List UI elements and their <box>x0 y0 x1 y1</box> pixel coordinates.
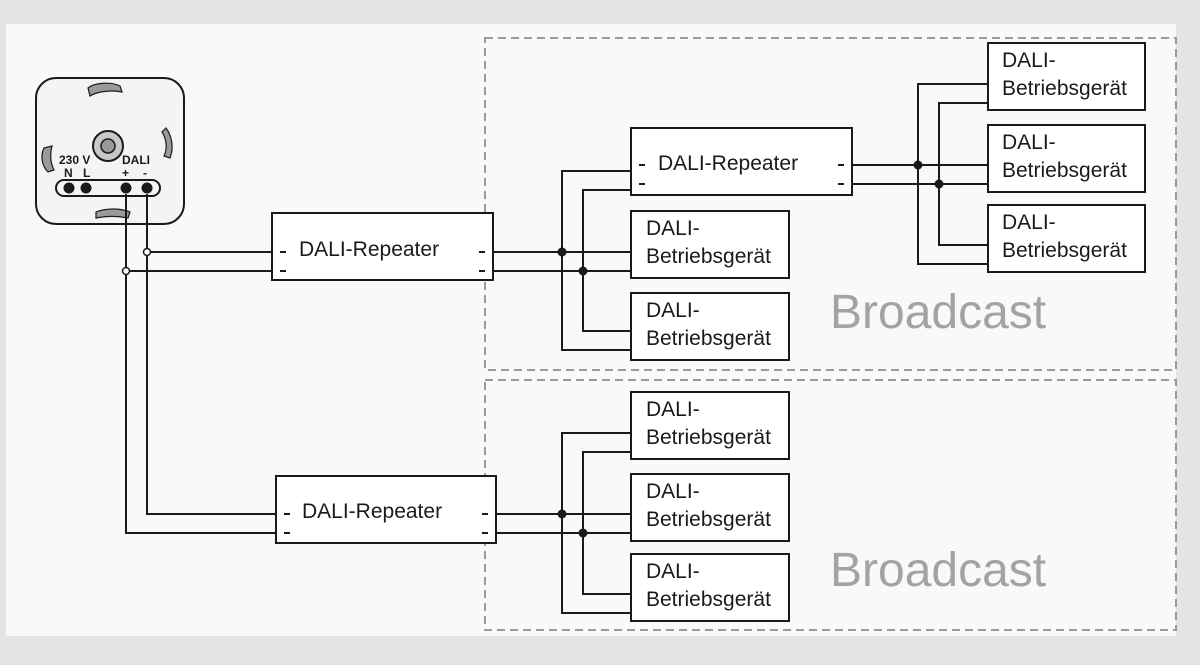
repeater-terminals <box>280 164 844 534</box>
terminal-strip <box>55 179 161 197</box>
repeater-box-2 <box>630 127 853 196</box>
repeater-label: DALI-Repeater <box>658 152 799 175</box>
device-label: DALI-Betriebsgerät <box>646 398 771 449</box>
label-n: N <box>64 166 73 180</box>
device-label: DALI-Betriebsgerät <box>646 217 771 268</box>
broadcast-label: Broadcast <box>830 286 1047 339</box>
repeater-box-1 <box>271 212 494 281</box>
controller-clip-left <box>41 145 55 173</box>
device-box <box>630 391 790 460</box>
device-box <box>630 292 790 361</box>
terminal-l <box>80 182 92 194</box>
device-label: DALI-Betriebsgerät <box>646 560 771 611</box>
broadcast-zone-upper <box>484 37 1177 371</box>
repeater-label: DALI-Repeater <box>302 500 443 523</box>
bus-wires-upper-cascade <box>852 83 989 265</box>
junction-dot <box>934 179 944 189</box>
device-box <box>987 42 1146 111</box>
junction-dot <box>578 528 588 538</box>
device-label: DALI-Betriebsgerät <box>646 480 771 531</box>
device-box <box>630 210 790 279</box>
controller-clip-top <box>87 82 123 97</box>
terminal-dali-minus <box>141 182 153 194</box>
wire-tap-dot <box>121 266 131 276</box>
bus-wires-upper <box>493 170 632 351</box>
terminal-n <box>63 182 75 194</box>
repeater-label: DALI-Repeater <box>299 238 440 261</box>
controller-clip-bottom <box>95 208 131 219</box>
controller-knob-center <box>100 138 116 154</box>
wire-tap-dot <box>142 247 152 257</box>
junction-dot <box>557 509 567 519</box>
junction-dot <box>913 160 923 170</box>
controller-clip-right <box>161 127 173 159</box>
device-label: DALI-Betriebsgerät <box>1002 131 1127 182</box>
device-box <box>630 553 790 622</box>
device-label: DALI-Betriebsgerät <box>646 299 771 350</box>
broadcast-label: Broadcast <box>830 544 1047 597</box>
device-box <box>630 473 790 542</box>
bus-wires-lower <box>496 432 632 614</box>
terminal-dali-plus <box>120 182 132 194</box>
device-box <box>987 204 1146 273</box>
device-box <box>987 124 1146 193</box>
feed-wires <box>125 194 276 534</box>
label-l: L <box>83 166 91 180</box>
label-minus: - <box>143 166 147 180</box>
junction-dot <box>578 266 588 276</box>
repeater-box-3 <box>275 475 497 544</box>
label-plus: + <box>122 166 130 180</box>
label-dali: DALI <box>122 153 150 167</box>
device-label: DALI-Betriebsgerät <box>1002 49 1127 100</box>
device-label: DALI-Betriebsgerät <box>1002 211 1127 262</box>
junction-dot <box>557 247 567 257</box>
label-230v: 230 V <box>59 153 91 167</box>
